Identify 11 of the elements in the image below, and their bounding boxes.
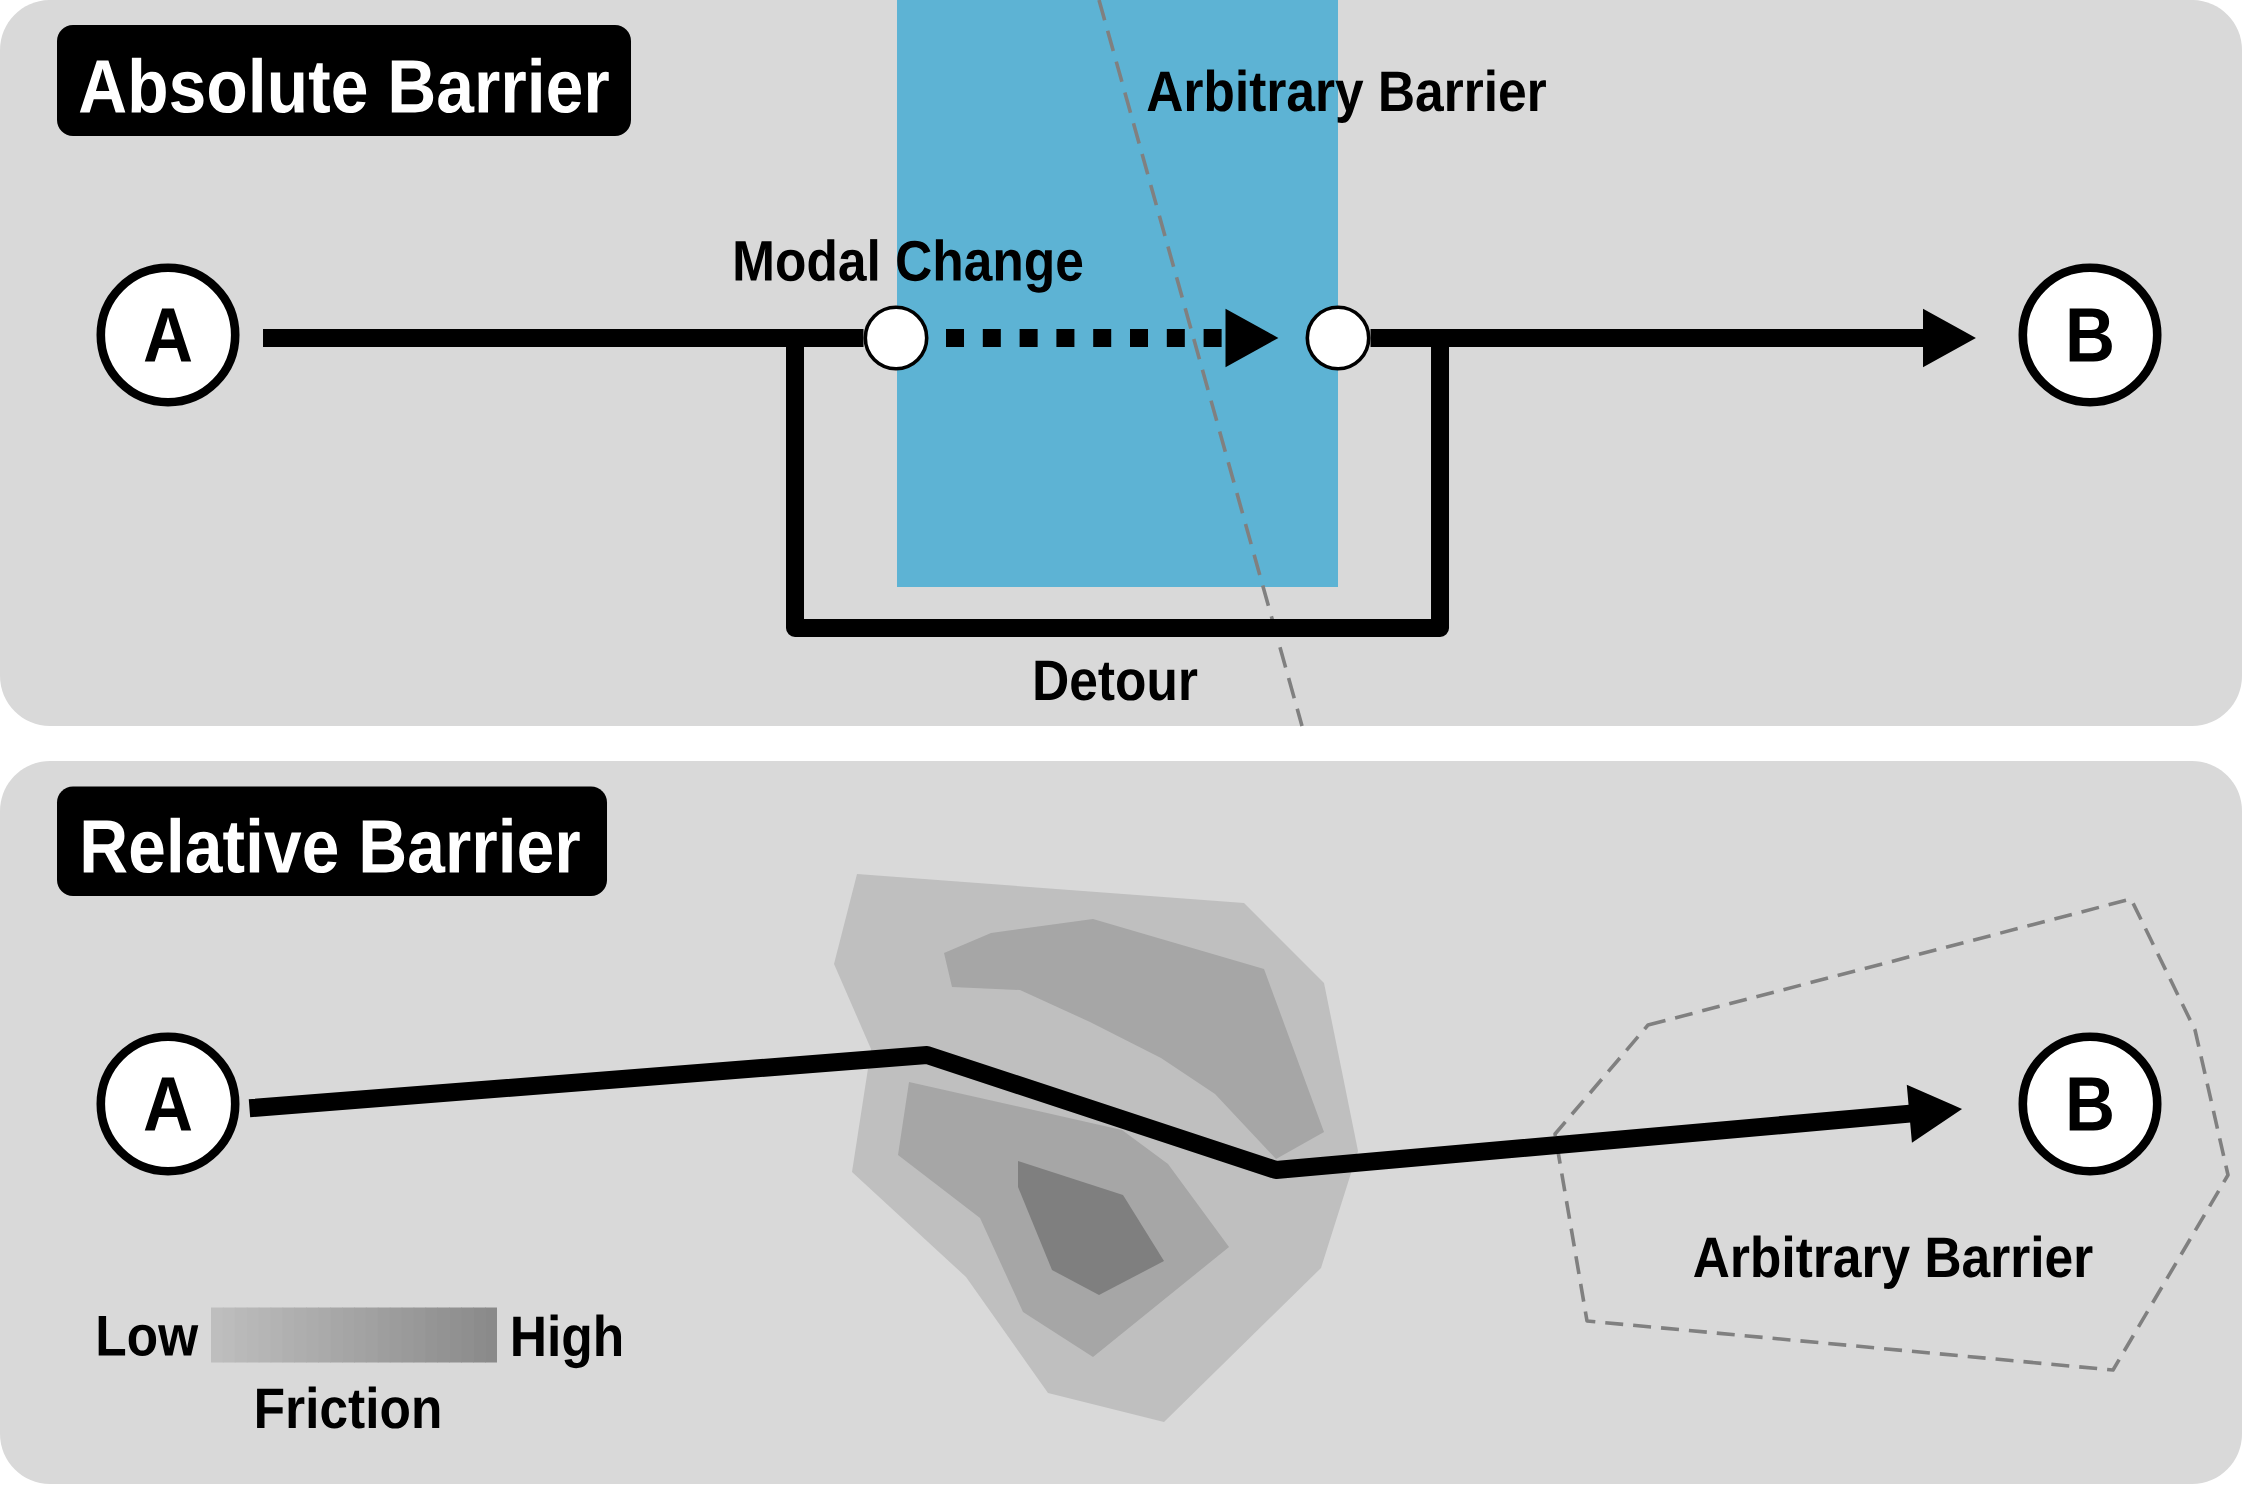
small-circle bbox=[863, 305, 929, 371]
edge-label: Modal Change bbox=[735, 239, 1083, 293]
small-circle bbox=[1305, 305, 1371, 371]
line bbox=[263, 329, 864, 347]
heading-badge: Relative Barrier bbox=[57, 786, 607, 896]
detour-line bbox=[786, 347, 1449, 637]
label: Low bbox=[98, 1316, 199, 1356]
label: High bbox=[513, 1314, 621, 1369]
edge-label: Detour bbox=[1035, 660, 1198, 701]
label: Friction bbox=[257, 1386, 440, 1429]
heading-badge: Absolute Barrier bbox=[57, 25, 631, 136]
